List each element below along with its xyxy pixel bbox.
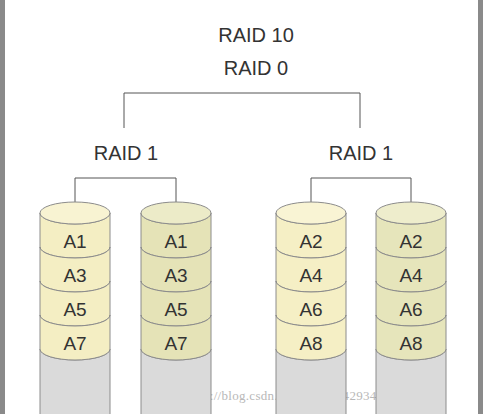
block-label: A3 — [141, 265, 211, 287]
raid-level-label: RAID 1 — [94, 142, 158, 165]
raid-level-label: RAID 0 — [224, 57, 288, 80]
block-label: A1 — [141, 231, 211, 253]
block-label: A7 — [40, 333, 110, 355]
frame-edge — [0, 0, 5, 414]
raid0-bracket — [124, 93, 360, 128]
disk-block — [40, 247, 110, 292]
disk-block — [376, 247, 446, 292]
disk-drive: A2A4A6A8 — [376, 200, 446, 414]
disk-drive: A2A4A6A8 — [276, 200, 346, 414]
disk-top — [141, 202, 211, 224]
block-label: A2 — [376, 231, 446, 253]
disk-block — [276, 247, 346, 292]
disk-block — [141, 315, 211, 360]
block-label: A1 — [40, 231, 110, 253]
frame-edge — [478, 0, 483, 414]
disk-block — [276, 315, 346, 360]
block-label: A4 — [276, 265, 346, 287]
block-label: A5 — [40, 299, 110, 321]
block-label: A6 — [376, 299, 446, 321]
disk-block — [141, 281, 211, 326]
block-label: A5 — [141, 299, 211, 321]
block-label: A4 — [376, 265, 446, 287]
block-label: A2 — [276, 231, 346, 253]
block-label: A6 — [276, 299, 346, 321]
disk-block — [40, 281, 110, 326]
disk-top — [276, 202, 346, 224]
disk-drive: A1A3A5A7 — [40, 200, 110, 414]
raid1-bracket — [75, 178, 176, 203]
raid-title: RAID 10 — [218, 24, 294, 47]
block-label: A7 — [141, 333, 211, 355]
raid1-bracket — [311, 178, 411, 203]
block-label: A8 — [376, 333, 446, 355]
disk-drive: A1A3A5A7 — [141, 200, 211, 414]
raid-level-label: RAID 1 — [329, 142, 393, 165]
disk-block — [141, 247, 211, 292]
block-label: A8 — [276, 333, 346, 355]
disk-top — [376, 202, 446, 224]
disk-block — [376, 315, 446, 360]
block-label: A3 — [40, 265, 110, 287]
disk-top — [40, 202, 110, 224]
disk-block — [376, 281, 446, 326]
disk-block — [276, 281, 346, 326]
disk-block — [40, 315, 110, 360]
